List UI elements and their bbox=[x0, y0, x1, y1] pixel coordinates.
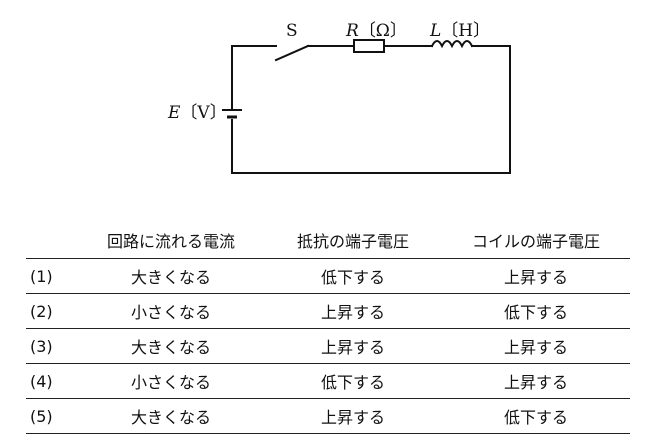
table-row: (4) 小さくなる 低下する 上昇する bbox=[26, 363, 630, 399]
resistor-voltage-cell: 上昇する bbox=[264, 293, 442, 329]
current-cell: 小さくなる bbox=[78, 293, 264, 329]
resistor-unit: 〔Ω〕 bbox=[359, 21, 407, 41]
option-number: (2) bbox=[26, 293, 78, 329]
inductor-unit: 〔H〕 bbox=[441, 21, 490, 41]
resistor-voltage-cell: 低下する bbox=[264, 258, 442, 294]
table-row: (1) 大きくなる 低下する 上昇する bbox=[26, 258, 630, 294]
switch-blade bbox=[274, 44, 310, 62]
switch-label: S bbox=[286, 21, 298, 41]
source-symbol: E bbox=[167, 103, 181, 123]
table-row: (2) 小さくなる 上昇する 低下する bbox=[26, 293, 630, 329]
option-number: (5) bbox=[26, 398, 78, 434]
resistor-voltage-cell: 低下する bbox=[264, 363, 442, 399]
current-cell: 大きくなる bbox=[78, 258, 264, 294]
current-cell: 大きくなる bbox=[78, 328, 264, 364]
resistor-voltage-cell: 上昇する bbox=[264, 398, 442, 434]
inductor bbox=[430, 40, 474, 49]
battery bbox=[222, 109, 242, 119]
current-cell: 大きくなる bbox=[78, 398, 264, 434]
table-row: (5) 大きくなる 上昇する 低下する bbox=[26, 398, 630, 434]
coil-voltage-cell: 上昇する bbox=[442, 328, 630, 364]
source-unit: 〔V〕 bbox=[180, 103, 226, 123]
option-number: (1) bbox=[26, 258, 78, 294]
inductor-label: L〔H〕 bbox=[429, 21, 490, 41]
rl-circuit-diagram: S R〔Ω〕 L〔H〕 E〔V〕 bbox=[167, 21, 511, 174]
header-current: 回路に流れる電流 bbox=[78, 222, 264, 259]
coil-voltage-cell: 低下する bbox=[442, 293, 630, 329]
coil-voltage-cell: 低下する bbox=[442, 398, 630, 434]
circuit-wires bbox=[231, 39, 511, 174]
header-number bbox=[26, 222, 78, 259]
resistor-symbol: R bbox=[345, 21, 359, 41]
resistor bbox=[353, 39, 385, 53]
resistor-label: R〔Ω〕 bbox=[345, 21, 407, 41]
answer-options-table: 回路に流れる電流 抵抗の端子電圧 コイルの端子電圧 (1) 大きくなる 低下する… bbox=[26, 222, 630, 434]
coil-voltage-cell: 上昇する bbox=[442, 258, 630, 294]
table-row: (3) 大きくなる 上昇する 上昇する bbox=[26, 328, 630, 364]
option-number: (4) bbox=[26, 363, 78, 399]
resistor-voltage-cell: 上昇する bbox=[264, 328, 442, 364]
table-header-row: 回路に流れる電流 抵抗の端子電圧 コイルの端子電圧 bbox=[26, 222, 630, 259]
header-coil-voltage: コイルの端子電圧 bbox=[442, 222, 630, 259]
wire-top-left bbox=[231, 45, 277, 111]
coil-voltage-cell: 上昇する bbox=[442, 363, 630, 399]
current-cell: 小さくなる bbox=[78, 363, 264, 399]
wire-right bbox=[231, 45, 511, 174]
inductor-symbol: L bbox=[429, 21, 441, 41]
source-label: E〔V〕 bbox=[167, 103, 227, 123]
header-resistor-voltage: 抵抗の端子電圧 bbox=[264, 222, 442, 259]
option-number: (3) bbox=[26, 328, 78, 364]
